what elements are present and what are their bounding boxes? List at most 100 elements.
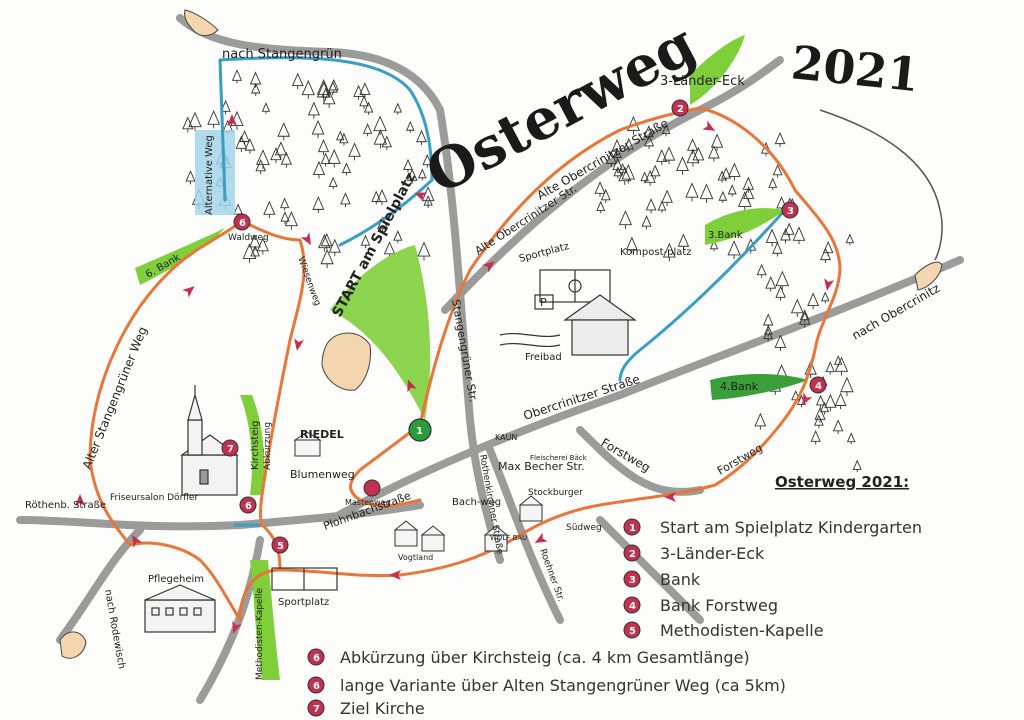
tree-icon <box>381 135 393 151</box>
tree-icon <box>760 141 772 157</box>
tree-icon <box>280 151 292 168</box>
tree-icon <box>320 248 334 269</box>
tree-icon <box>373 115 387 136</box>
tree-icon <box>348 142 361 161</box>
marker-3-bank: 3 <box>781 201 799 219</box>
tree-icon <box>231 69 243 84</box>
legend-marker <box>623 596 641 614</box>
label-kaun: KAUN <box>495 433 517 442</box>
route-direction-arrow-icon <box>300 232 311 246</box>
label-bach-weg: Bach-weg <box>452 497 501 508</box>
legend-marker <box>307 648 325 666</box>
tree-icon <box>416 129 427 146</box>
label-freibad: Freibad <box>525 352 562 363</box>
tree-icon <box>845 233 855 246</box>
map-year: 2021 <box>789 35 922 102</box>
route-direction-arrow-icon <box>132 534 143 548</box>
bank2-green-arrow <box>690 35 745 105</box>
marker-2-3-laender-eck: 2 <box>671 99 689 117</box>
marker-4-bank-forstweg: 4 <box>809 376 827 394</box>
tree-icon <box>336 130 345 143</box>
tree-icon <box>718 190 728 203</box>
bank4-green-arrow <box>710 374 808 400</box>
tree-icon <box>359 82 371 99</box>
forest-areas <box>182 69 862 473</box>
tree-icon <box>833 355 843 367</box>
tree-icon <box>393 230 403 244</box>
tree-icon <box>284 211 298 230</box>
legend-marker <box>623 621 641 639</box>
route-direction-arrow-icon <box>534 532 548 543</box>
tree-icon <box>422 154 433 168</box>
tree-icon <box>312 196 325 214</box>
tree-icon <box>820 291 830 304</box>
hand-pointer-stangengruen-icon <box>184 9 219 37</box>
svg-text:6: 6 <box>239 218 246 229</box>
tree-icon <box>423 195 433 208</box>
tree-icon <box>815 394 826 408</box>
tree-icon <box>662 146 676 165</box>
tree-icon <box>775 285 786 301</box>
route-direction-arrow-icon <box>182 286 195 298</box>
legend-label: 3-Länder-Eck <box>660 544 765 563</box>
tree-icon <box>244 138 256 154</box>
tree-icon <box>807 292 820 310</box>
tree-icon <box>613 166 623 179</box>
tree-icon <box>417 241 431 261</box>
label-3-laender-eck: 3-Länder-Eck <box>660 74 745 89</box>
tree-icon <box>317 139 330 156</box>
label-friseur: Friseursalon Dörfler <box>110 493 198 503</box>
legend-number: 6 <box>313 653 320 664</box>
tree-icon <box>822 241 834 256</box>
label-parking: P <box>540 296 547 309</box>
route-direction-arrow-icon <box>227 114 237 126</box>
label-fleischerei: Fleischerei Bäck <box>530 454 588 462</box>
tree-icon <box>270 147 282 164</box>
tree-icon <box>727 240 741 260</box>
legend-number: 4 <box>629 601 636 612</box>
legend-label: Abkürzung über Kirchsteig (ca. 4 km Gesa… <box>340 648 750 667</box>
route-direction-arrow-icon <box>824 278 834 291</box>
tree-icon <box>792 226 806 245</box>
tree-icon <box>235 135 248 153</box>
tree-icon <box>820 247 831 264</box>
label-vogtland: Vogtland <box>398 553 433 562</box>
tree-icon <box>780 227 791 244</box>
tree-icon <box>239 130 250 145</box>
tree-icon <box>406 120 415 133</box>
route-direction-arrow-icon <box>75 494 85 506</box>
main-route <box>88 106 842 622</box>
tree-icon <box>846 432 856 445</box>
tree-icon <box>644 169 656 186</box>
svg-text:3: 3 <box>787 206 794 217</box>
label-pflegeheim: Pflegeheim <box>148 574 204 585</box>
label-stockburger: Stockburger <box>528 488 583 498</box>
tree-icon <box>625 236 638 254</box>
tree-icon <box>798 311 811 328</box>
tree-icon <box>418 168 427 181</box>
route-direction-arrow-icon <box>232 620 242 634</box>
tree-icon <box>804 360 817 379</box>
methodisten-green <box>250 560 280 680</box>
label-sportplatz2: Sportplatz <box>278 597 329 608</box>
label-nach-stangengruen: nach Stangengrün <box>222 47 342 62</box>
sportplatz-field-icon <box>271 269 611 591</box>
tree-icon <box>316 78 331 99</box>
tree-icon <box>363 101 374 115</box>
tree-icon <box>756 263 767 278</box>
tree-icon <box>840 376 854 397</box>
label-methodisten: Methodisten-Kapelle <box>255 588 265 680</box>
marker-7-ziel-kirche: 7 <box>221 439 239 457</box>
tree-icon <box>406 168 418 184</box>
tree-icon <box>814 407 826 423</box>
tree-icon <box>662 242 676 262</box>
svg-text:7: 7 <box>227 444 234 455</box>
hand-pointer-obercrinitz-icon <box>914 261 943 291</box>
tree-icon <box>311 119 325 139</box>
svg-text:4: 4 <box>815 381 822 392</box>
tree-icon <box>251 82 261 96</box>
tree-icon <box>765 228 779 247</box>
route-direction-arrow-icon <box>389 570 401 580</box>
